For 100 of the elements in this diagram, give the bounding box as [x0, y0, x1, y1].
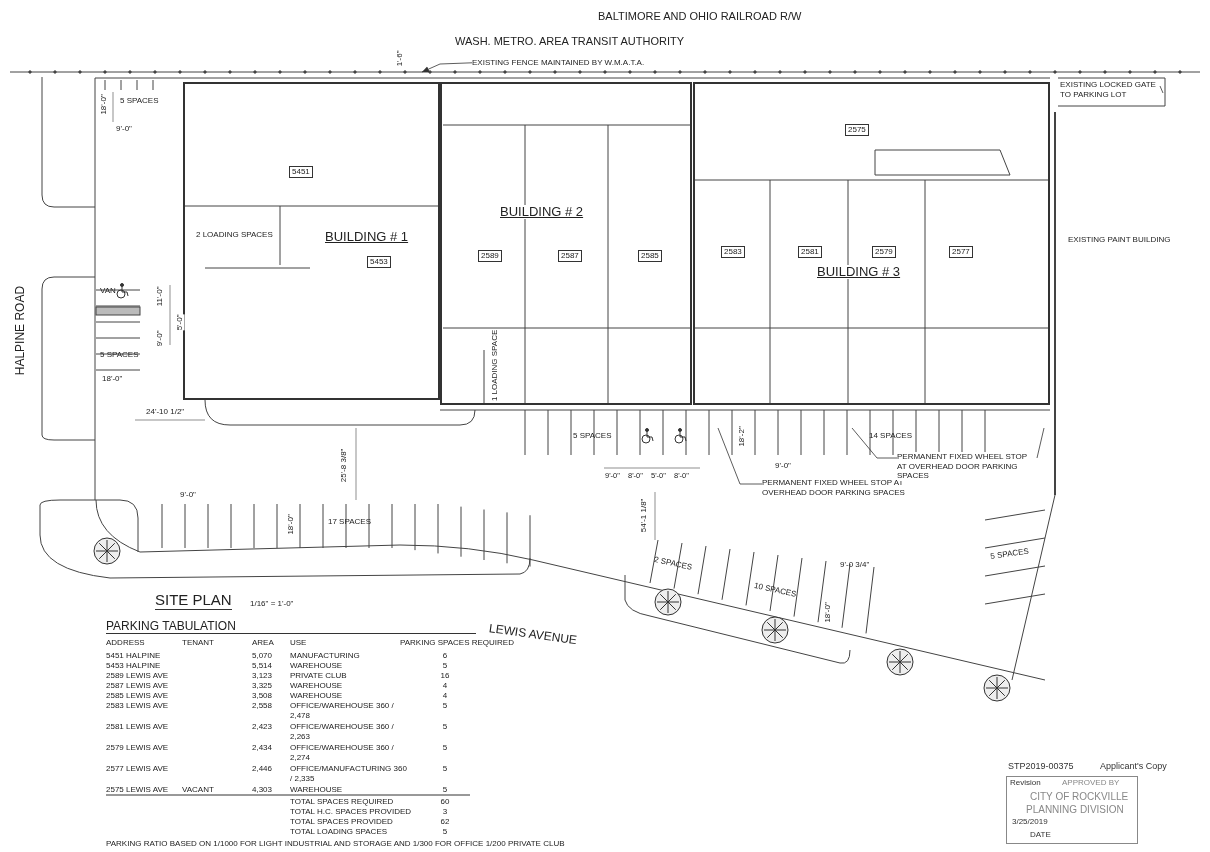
building-outline	[440, 82, 692, 405]
dimension-text: 9'-0"	[116, 125, 132, 134]
building-outline	[183, 82, 440, 400]
table-cell-text: 2,446	[252, 764, 274, 774]
table-cell-text: PRIVATE CLUB	[290, 671, 348, 681]
column-header: TENANT	[182, 638, 215, 648]
dimension-text: 9'-0 3/4"	[840, 561, 870, 570]
dimension-text: 18'-0"	[102, 375, 123, 384]
stamp-text: CITY OF ROCKVILLE	[1030, 791, 1129, 802]
table-cell-text: 2575 LEWIS AVE	[106, 785, 170, 795]
table-cell-text: 5	[441, 743, 449, 753]
table-cell-text: 4,303	[252, 785, 274, 795]
table-cell-text: TOTAL SPACES PROVIDED	[290, 817, 394, 827]
dimension-text: 9'-0"	[775, 462, 791, 471]
street-name: HALPINE ROAD	[13, 285, 27, 375]
table-cell-text: 2583 LEWIS AVE	[106, 701, 170, 711]
dimension-text: 11'-0"	[155, 286, 165, 306]
leader-line	[1159, 85, 1164, 94]
table-cell-text: 3,508	[252, 691, 274, 701]
parking-count: 5 SPACES	[120, 97, 159, 106]
table-cell-text: 60	[439, 797, 451, 807]
table-cell-text: TOTAL LOADING SPACES	[290, 827, 389, 837]
leader-line	[717, 427, 763, 485]
dimension-text: 9'-0"	[155, 329, 165, 346]
table-cell-text: 5	[441, 785, 449, 795]
table-cell-text: OFFICE/MANUFACTURING 360 / 2,335	[290, 764, 408, 784]
parking-count: 2 LOADING SPACES	[196, 231, 273, 240]
parking-label: VAN	[100, 287, 116, 296]
table-cell-text: 2585 LEWIS AVE	[106, 691, 170, 701]
stamp-text: APPROVED BY	[1062, 779, 1120, 788]
table-cell-text: 3,123	[252, 671, 274, 681]
footnote: PARKING RATIO BASED ON 1/1000 FOR LIGHT INDUSTRIAL AND STORAGE AND 1/300 FOR OFFICE 1/200 PRIVATE CLUB	[106, 839, 566, 849]
table-cell-text: 5	[441, 701, 449, 711]
table-cell-text: 5	[441, 827, 449, 837]
dimension-text: 18'-2"	[737, 425, 747, 447]
unit-number: 2581	[798, 246, 822, 258]
table-cell-text: 2581 LEWIS AVE	[106, 722, 170, 732]
parking-count: 5 SPACES	[100, 351, 139, 360]
dimension-text: 18'-0"	[823, 601, 833, 623]
note-text: EXISTING PAINT BUILDING	[1068, 236, 1171, 245]
table-cell-text: 2577 LEWIS AVE	[106, 764, 170, 774]
stamp-text: Applicant's Copy	[1100, 762, 1167, 772]
table-cell-text: 2589 LEWIS AVE	[106, 671, 170, 681]
table-cell-text: 5	[441, 764, 449, 774]
parking-count: 17 SPACES	[328, 518, 371, 527]
unit-number: 5453	[367, 256, 391, 268]
unit-number: 2575	[845, 124, 869, 136]
stamp-text: 3/25/2019	[1012, 818, 1048, 827]
table-cell-text: 5	[441, 722, 449, 732]
parking-count: 5 SPACES	[573, 432, 612, 441]
table-cell-text: WAREHOUSE	[290, 691, 344, 701]
table-cell-text: 5453 HALPINE	[106, 661, 162, 671]
building-label: BUILDING # 2	[500, 205, 584, 220]
table-cell-text: 4	[441, 691, 449, 701]
table-cell-text: 2587 LEWIS AVE	[106, 681, 170, 691]
table-cell-text: WAREHOUSE	[290, 661, 344, 671]
stamp-text: Revision	[1010, 779, 1041, 788]
building-outline	[693, 82, 1050, 405]
table-cell-text: WAREHOUSE	[290, 681, 344, 691]
boundary-label: BALTIMORE AND OHIO RAILROAD R/W	[598, 10, 802, 23]
dimension-text: 18'-0"	[99, 93, 109, 115]
table-cell-text: MANUFACTURING	[290, 651, 361, 661]
unit-number: 2587	[558, 250, 582, 262]
unit-number: 2577	[949, 246, 973, 258]
fence-line	[9, 70, 1201, 74]
column-header: AREA	[252, 638, 275, 648]
column-header: ADDRESS	[106, 638, 146, 648]
table-cell-text: 2,434	[252, 743, 274, 753]
table-cell-text: 5451 HALPINE	[106, 651, 162, 661]
parking-count: 14 SPACES	[869, 432, 912, 441]
table-cell-text: VACANT	[182, 785, 215, 795]
table-cell-text: 2,558	[252, 701, 274, 711]
dimension-text: 1'-6"	[395, 49, 405, 66]
unit-number: 5451	[289, 166, 313, 178]
unit-number: 2585	[638, 250, 662, 262]
table-cell-text: 5,514	[252, 661, 274, 671]
column-header: PARKING SPACES REQUIRED	[400, 638, 515, 648]
table-cell-text: 16	[439, 671, 451, 681]
table-cell-text: 6	[441, 651, 449, 661]
table-cell-text: 62	[439, 817, 451, 827]
drawing-title: SITE PLAN	[155, 592, 232, 610]
leader-line	[1036, 427, 1045, 459]
table-cell-text: 3	[441, 807, 449, 817]
table-cell-text: 3,325	[252, 681, 274, 691]
stamp-text: STP2019-00375	[1008, 762, 1074, 772]
dimension-text: 18'-0"	[286, 513, 296, 535]
parking-count: 1 LOADING SPACE	[490, 329, 500, 401]
unit-number: 2583	[721, 246, 745, 258]
stamp-text: DATE	[1030, 831, 1051, 840]
table-cell-text: OFFICE/WAREHOUSE 360 / 2,274	[290, 743, 395, 763]
parking-count: 2 SPACES	[653, 556, 693, 573]
unit-number: 2579	[872, 246, 896, 258]
dimension-text: 5'-0"	[175, 313, 185, 330]
table-cell-text: OFFICE/WAREHOUSE 360 / 2,478	[290, 701, 395, 721]
table-cell-text: 5	[441, 661, 449, 671]
scale-text: 1/16" = 1'-0"	[250, 600, 294, 609]
table-cell-text: 2579 LEWIS AVE	[106, 743, 170, 753]
dimension-text: 9'-0"	[180, 491, 196, 500]
table-cell-text: 2,423	[252, 722, 274, 732]
table-cell-text: WAREHOUSE	[290, 785, 344, 795]
